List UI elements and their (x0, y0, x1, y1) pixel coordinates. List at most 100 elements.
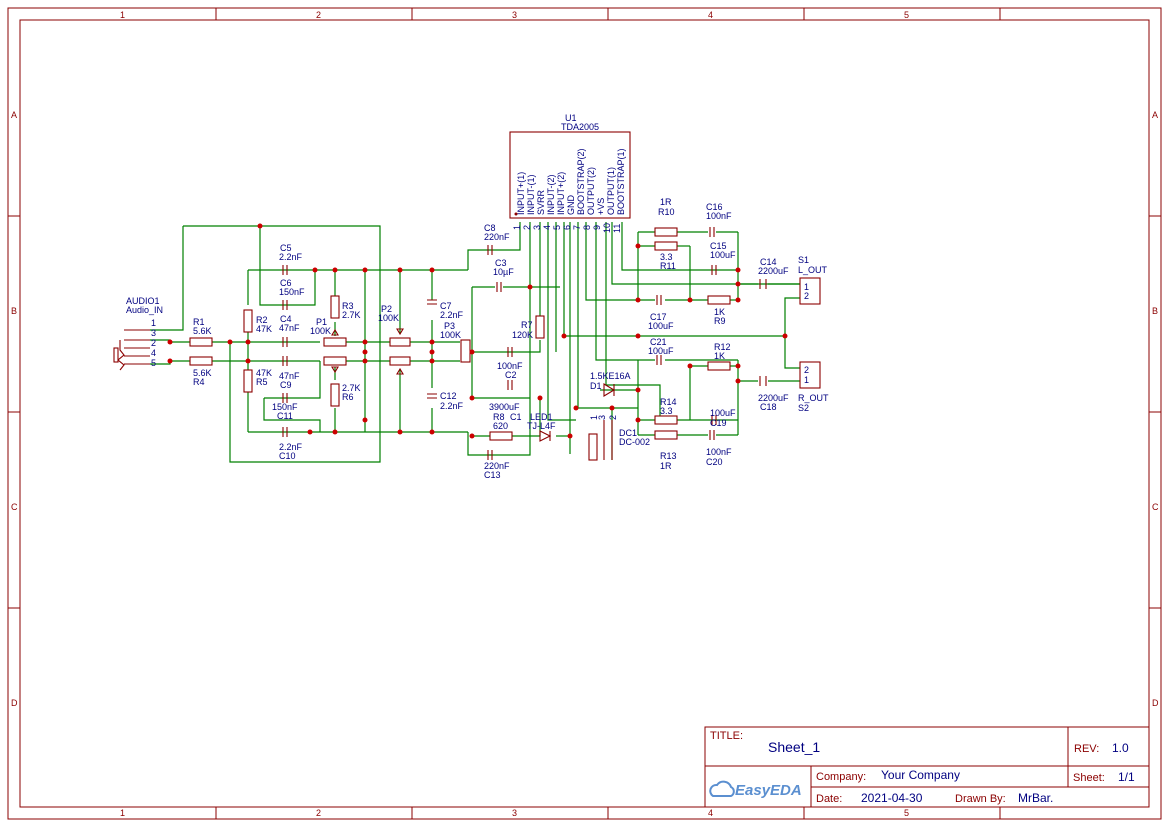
capacitor-c17[interactable]: C17 100uF (648, 295, 674, 331)
potentiometer-p1[interactable]: P1 100K (310, 317, 347, 374)
r2-value: 47K (256, 324, 272, 334)
ic-pin-9-num: 9 (592, 225, 602, 230)
resistor-r2[interactable]: R2 47K (243, 309, 272, 334)
ic-pin-9-name: +VS (596, 198, 606, 215)
c3-ref: C3 (495, 258, 507, 268)
connector-audio-in[interactable]: AUDIO1 Audio_IN 1 3 2 4 5 (113, 296, 163, 371)
ic-pin-4-name: INPUT-(2) (546, 174, 556, 215)
capacitor-c21[interactable]: C21 100uF (648, 337, 674, 365)
dc1-pin-3: 3 (597, 415, 607, 420)
p1-ref: P1 (316, 317, 327, 327)
resistor-r11[interactable]: 3.3 R11 (654, 241, 678, 271)
ic-pin-8-name: OUTPUT(2) (586, 167, 596, 215)
capacitor-c7[interactable]: C7 2.2nF (427, 299, 464, 320)
s1-ref: S1 (798, 255, 809, 265)
capacitor-c6[interactable]: C6 150nF (279, 278, 305, 310)
ic-pin-6-num: 6 (562, 225, 572, 230)
r14-ref: R14 (660, 397, 677, 407)
dc-jack-dc1[interactable]: 1 3 2 DC1 DC-002 (588, 415, 650, 461)
capacitor-c14[interactable]: C14 2200uF (758, 257, 789, 289)
r11-ref: R11 (660, 261, 676, 271)
capacitor-c8[interactable]: C8 220nF (484, 223, 510, 255)
s2-pin-2: 2 (804, 365, 809, 375)
capacitor-c4[interactable]: C4 47nF (279, 314, 300, 347)
resistor-r5[interactable]: 47K R5 (243, 368, 272, 393)
ic-pin-6-name: GND (566, 195, 576, 216)
ic-pin-labels: INPUT+(1) INPUT-(1) SVRR INPUT-(2) INPUT… (512, 148, 626, 233)
p2-value: 100K (378, 313, 399, 323)
resistor-r14[interactable]: R14 3.3 (654, 397, 678, 425)
dc1-pin-1: 1 (589, 415, 599, 420)
capacitor-c3[interactable]: C3 10µF (493, 258, 514, 292)
drawn-value: MrBar. (1018, 791, 1053, 805)
capacitor-c11[interactable]: 150nF C11 (272, 393, 298, 421)
r10-value: 1R (660, 197, 672, 207)
row-label-b: B (11, 306, 17, 316)
resistor-r9[interactable]: 1K R9 (707, 295, 731, 326)
connector-r-out[interactable]: 2 1 R_OUT S2 (798, 361, 829, 413)
ic-pin-7-num: 7 (572, 225, 582, 230)
c20-ref: C20 (706, 457, 723, 467)
rev-label: REV: (1074, 743, 1099, 755)
c14-ref: C14 (760, 257, 777, 267)
connector-l-out[interactable]: S1 L_OUT 1 2 (798, 255, 828, 305)
capacitor-c2[interactable]: C2 3900uF (489, 370, 520, 412)
p1-value: 100K (310, 326, 331, 336)
diode-d1[interactable]: 1.5KE16A D1 (590, 371, 631, 397)
capacitor-c12[interactable]: C12 2.2nF (427, 391, 464, 411)
c16-value: 100nF (706, 211, 732, 221)
row-label-d: D (11, 698, 18, 708)
led-led1[interactable]: LED1 TJ-L4F (527, 412, 556, 442)
easyeda-logo: EasyEDA (709, 780, 802, 799)
capacitor-c15[interactable]: C15 100uF (710, 241, 736, 275)
r4-value: 5.6K (193, 368, 212, 378)
ic-pin-5-num: 5 (552, 225, 562, 230)
resistor-r3[interactable]: R3 2.7K (330, 295, 361, 320)
resistor-r4[interactable]: 5.6K R4 (189, 356, 213, 387)
resistor-r6[interactable]: 2.7K R6 (330, 383, 361, 407)
ic-pin-10-num: 10 (602, 223, 612, 233)
r1-ref: R1 (193, 317, 205, 327)
c17-value: 100uF (648, 321, 674, 331)
led1-ref: LED1 (530, 412, 553, 422)
p2-ref: P2 (381, 304, 392, 314)
resistor-r1[interactable]: R1 5.6K (189, 317, 213, 347)
s1-pin-1: 1 (804, 282, 809, 292)
r5-ref: R5 (256, 377, 268, 387)
capacitor-c13[interactable]: 220nF C13 (484, 450, 510, 480)
capacitor-c16[interactable]: C16 100nF (706, 202, 732, 237)
capacitor-c18[interactable]: 2200uF C18 (758, 376, 789, 412)
sheet-value: 1/1 (1118, 770, 1135, 784)
title-label: TITLE: (710, 730, 743, 742)
resistor-r12[interactable]: R12 1K (707, 342, 731, 371)
c8-value: 220nF (484, 232, 510, 242)
resistor-r13[interactable]: R13 1R (654, 430, 678, 471)
row-label-c-right: C (1152, 502, 1159, 512)
audio-ref: AUDIO1 (126, 296, 160, 306)
capacitor-c19[interactable]: 100uF C19 (710, 408, 736, 428)
capacitor-c5[interactable]: C5 2.2nF (279, 243, 303, 275)
ic-value: TDA2005 (561, 122, 599, 132)
rev-value: 1.0 (1112, 741, 1129, 755)
c19-ref: C19 (710, 418, 727, 428)
capacitor-cx[interactable]: 100nF (497, 347, 523, 371)
col-label-3: 3 (512, 10, 517, 20)
drawn-label: Drawn By: (955, 793, 1006, 805)
capacitor-c1[interactable]: C1 (510, 412, 522, 422)
resistor-r10[interactable]: 1R R10 (654, 197, 678, 237)
ic-pin-10-name: OUTPUT(1) (606, 167, 616, 215)
ic-pin-1-name: INPUT+(1) (516, 172, 526, 215)
resistor-r7[interactable]: R7 120K (512, 315, 545, 340)
ic-pin-8-num: 8 (582, 225, 592, 230)
potentiometer-p2[interactable]: P2 100K (378, 304, 411, 375)
resistor-r8[interactable]: R8 620 (489, 412, 513, 441)
r3-ref: R3 (342, 301, 354, 311)
ic-pin-1-num: 1 (512, 225, 522, 230)
ic-pin-2-name: INPUT-(1) (526, 174, 536, 215)
r8-value: 620 (493, 421, 508, 431)
ic-u1[interactable]: U1 TDA2005 INPUT+(1) INPUT-(1) SVRR INPU… (509, 113, 631, 233)
capacitor-c10[interactable]: 2.2nF C10 (279, 427, 303, 461)
capacitor-c20[interactable]: 100nF C20 (706, 430, 732, 467)
capacitor-c9[interactable]: 47nF C9 (279, 356, 300, 390)
